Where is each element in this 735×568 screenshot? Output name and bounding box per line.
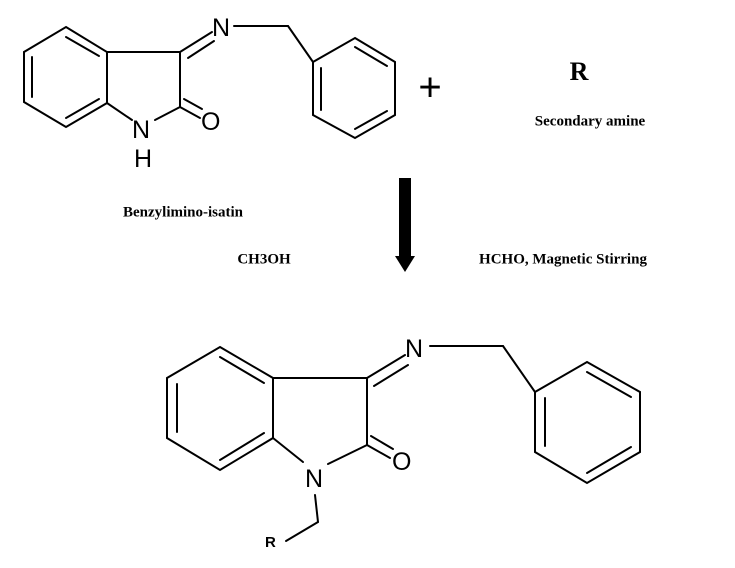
plus-sign: + [418,65,442,110]
product-structure: N N O R [166,335,641,551]
atom-o: O [201,108,220,136]
atom-n-ring: N [305,465,323,493]
atom-n-imine: N [212,14,230,42]
reactant-name-label: Benzylimino-isatin [122,204,244,221]
atom-h: H [134,145,152,173]
atom-n-imine: N [405,335,423,363]
atom-o: O [392,448,411,476]
atom-n-ring: N [132,116,150,144]
secondary-amine-symbol: R [569,57,589,86]
reaction-arrow [395,178,415,272]
reagents-label: HCHO, Magnetic Stirring [479,251,647,268]
solvent-label: CH3OH [237,251,291,268]
reactant-benzylimino-isatin-structure: N N H O [23,14,396,173]
atom-r: R [265,534,276,551]
secondary-amine-label: Secondary amine [534,113,646,130]
